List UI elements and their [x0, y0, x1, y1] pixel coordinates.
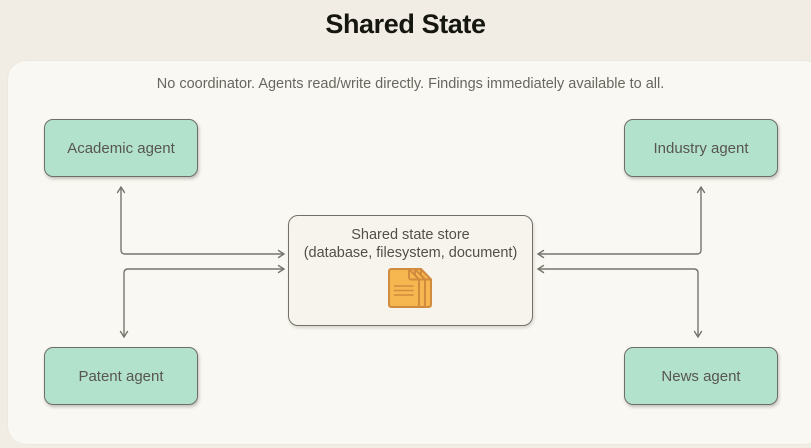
page-title: Shared State — [325, 9, 486, 39]
agent-label-news: News agent — [661, 367, 741, 385]
agent-label-patent: Patent agent — [78, 367, 164, 385]
store-title: Shared state store — [351, 227, 470, 243]
agent-label-industry: Industry agent — [653, 139, 749, 157]
agent-label-academic: Academic agent — [67, 139, 175, 157]
diagram-subtitle: No coordinator. Agents read/write direct… — [156, 76, 665, 92]
store-subtitle: (database, filesystem, document) — [303, 244, 518, 261]
shared-state-store-box: Shared state store (database, filesystem… — [288, 215, 533, 326]
agent-box-patent: Patent agent — [44, 347, 198, 405]
agent-box-academic: Academic agent — [44, 119, 198, 177]
agent-box-news: News agent — [624, 347, 778, 405]
documents-stack-icon — [387, 268, 432, 309]
agent-box-industry: Industry agent — [624, 119, 778, 177]
